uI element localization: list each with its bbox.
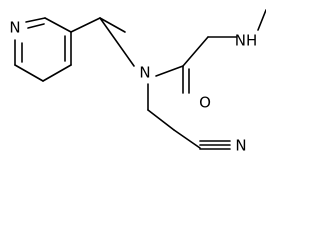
amide-nitrogen-label: N xyxy=(139,64,150,82)
amine-nh-label: NH xyxy=(235,32,258,50)
bond-amide-n-carbonyl-c xyxy=(155,65,184,77)
bond-ch2-amide-n xyxy=(99,17,126,33)
ring-bond-c5-c6 xyxy=(14,64,44,82)
bond-ring-ch2 xyxy=(70,17,101,33)
carbonyl-oxygen-label: O xyxy=(199,94,211,112)
bond-chain-ch2-ch2 xyxy=(147,109,175,131)
ring-double-bond-inner-3 xyxy=(27,23,45,29)
pyridine-ring xyxy=(14,17,72,82)
chemical-structure-diagram: N N O NH N xyxy=(9,9,266,155)
bond-ring-ch2-extension xyxy=(99,17,135,67)
bond-nh-ch3 xyxy=(257,9,266,31)
bond-carbonyl-c-ch2 xyxy=(182,36,209,67)
bond-chain-ch2-cn xyxy=(173,129,201,149)
pyridine-nitrogen-label: N xyxy=(9,19,20,37)
ring-bond-c2-c3 xyxy=(44,17,72,33)
ring-bond-n1-c2 xyxy=(25,17,46,23)
nitrile-nitrogen-label: N xyxy=(235,137,246,155)
ring-bond-c4-c5 xyxy=(42,64,72,82)
